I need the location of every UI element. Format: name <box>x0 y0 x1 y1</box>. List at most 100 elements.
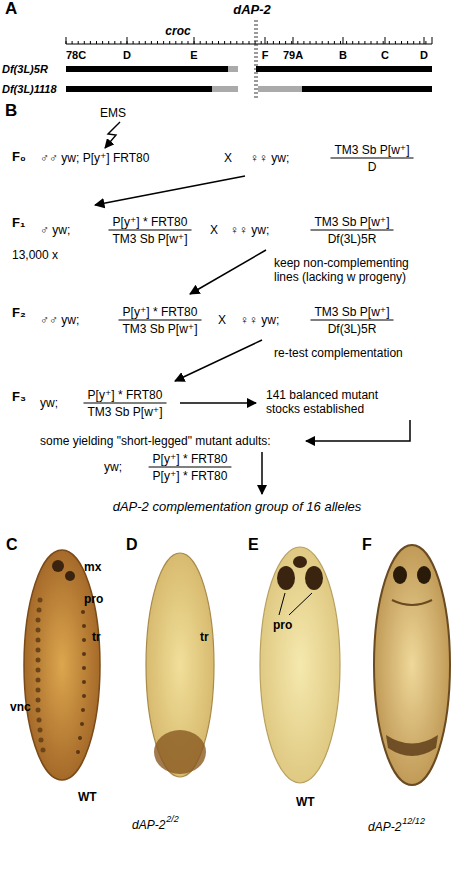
panel-letter: A <box>5 2 17 16</box>
ruler-tick <box>218 41 219 44</box>
genotype-text: yw; <box>40 396 58 410</box>
fraction-bar <box>330 157 413 158</box>
ruler-tick <box>352 41 353 44</box>
mutagen-label: EMS <box>100 106 126 120</box>
genotype-text: ♂♂ yw; <box>40 313 79 327</box>
cross-arrow <box>95 176 245 205</box>
genotype-text: ♀♀ yw; <box>230 223 269 237</box>
genotype-label: WT <box>78 790 97 804</box>
ruler-tick <box>212 41 213 44</box>
map-coordinate: 78C <box>66 48 86 62</box>
genotype-text: TM3 Sb P[w⁺] <box>334 143 409 157</box>
ruler-tick <box>261 41 262 44</box>
ruler-tick <box>413 41 414 44</box>
map-coordinate: 79A <box>283 48 303 62</box>
genotype-text: TM3 Sb P[w⁺] <box>87 405 162 419</box>
genotype-label: dAP-2 <box>132 818 165 832</box>
map-coordinate: F <box>262 48 269 62</box>
note-text: 141 balanced mutant stocks established <box>266 388 391 416</box>
ruler-tick <box>157 41 158 44</box>
ruler-tick <box>175 41 176 44</box>
ruler-tick <box>181 41 182 44</box>
ruler-tick <box>114 41 115 44</box>
ruler-tick <box>358 41 359 44</box>
ruler-tick <box>249 41 250 44</box>
bent-arrow <box>306 420 410 441</box>
ruler-tick <box>230 41 231 44</box>
deficiency-breakpoint <box>258 86 302 92</box>
ruler-tick <box>242 41 243 44</box>
ruler-tick <box>297 41 298 44</box>
ruler-tick <box>151 41 152 44</box>
embryo-photo <box>146 553 214 777</box>
ruler-tick <box>236 41 237 44</box>
ruler-tick <box>425 41 426 44</box>
ruler-tick <box>273 41 274 44</box>
fraction-bar <box>149 466 232 467</box>
ruler-major-tick <box>343 37 344 44</box>
ruler-tick <box>279 41 280 44</box>
ruler-tick <box>255 41 256 44</box>
genotype-text: ♂ yw; <box>40 223 70 237</box>
deficiency-bar <box>66 86 212 92</box>
cross-symbol: X <box>210 223 218 237</box>
mutagen-bolt <box>105 122 120 148</box>
tissue-label: pro <box>84 592 103 606</box>
ruler-tick <box>206 41 207 44</box>
genotype-label: 12/12 <box>402 814 425 828</box>
embryo-photo <box>260 547 340 783</box>
cross-arrow <box>175 340 262 381</box>
panel-letter: C <box>6 538 18 552</box>
ruler-tick <box>78 41 79 44</box>
map-coordinate: C <box>381 48 389 62</box>
tissue-label: pro <box>273 618 292 632</box>
ruler-tick <box>340 41 341 44</box>
panel-letter: E <box>248 538 259 552</box>
genotype-text: TM3 Sb P[w⁺] <box>314 305 389 319</box>
genotype-text: D <box>368 160 377 174</box>
note-text: re-test complementation <box>274 346 403 360</box>
genotype-text: P[y⁺] * FRT80 <box>123 305 198 319</box>
ruler-major-tick <box>385 37 386 44</box>
genotype-text: P[y⁺] * FRT80 <box>88 388 163 402</box>
genotype-text: P[y⁺] * FRT80 <box>153 469 228 483</box>
deficiency-label: Df(3L)1118 <box>2 82 57 96</box>
map-coordinate: B <box>339 48 347 62</box>
ruler-tick <box>90 41 91 44</box>
ruler-tick <box>224 41 225 44</box>
mouthpart-stain <box>65 571 75 581</box>
deficiency-label: Df(3L)5R <box>2 62 48 76</box>
fraction-bar <box>108 229 191 230</box>
fraction-bar <box>310 319 393 320</box>
proboscis-stain <box>277 566 295 590</box>
embryo-stain <box>417 566 431 584</box>
gene-label: croc <box>165 24 190 38</box>
ruler-tick <box>371 41 372 44</box>
ruler-tick <box>133 41 134 44</box>
ruler-tick <box>310 41 311 44</box>
result-arrow <box>261 452 263 494</box>
genotype-text: yw; <box>104 460 122 474</box>
tissue-label: tr <box>92 630 101 644</box>
generation-label: F₁ <box>12 216 25 230</box>
leader-line <box>289 593 312 615</box>
ruler-tick <box>401 41 402 44</box>
ruler-major-tick <box>432 37 433 44</box>
ruler-tick <box>145 41 146 44</box>
ruler-major-tick <box>424 37 425 44</box>
ruler-tick <box>200 41 201 44</box>
genotype-text: ♀♀ yw; <box>250 151 289 165</box>
embryo-stain <box>386 735 438 756</box>
nerve-cord-stain <box>36 598 46 753</box>
ruler-tick <box>72 41 73 44</box>
gene-label: dAP-2 <box>233 3 271 17</box>
ruler-tick <box>267 41 268 44</box>
ruler-major-tick <box>66 37 67 44</box>
genotype-text: ♂♂ yw; P[y⁺] FRT80 <box>40 151 149 165</box>
ruler-tick <box>407 41 408 44</box>
ruler-tick <box>419 41 420 44</box>
embryo-stain <box>392 600 432 605</box>
fraction-bar <box>310 229 393 230</box>
ruler-tick <box>316 41 317 44</box>
